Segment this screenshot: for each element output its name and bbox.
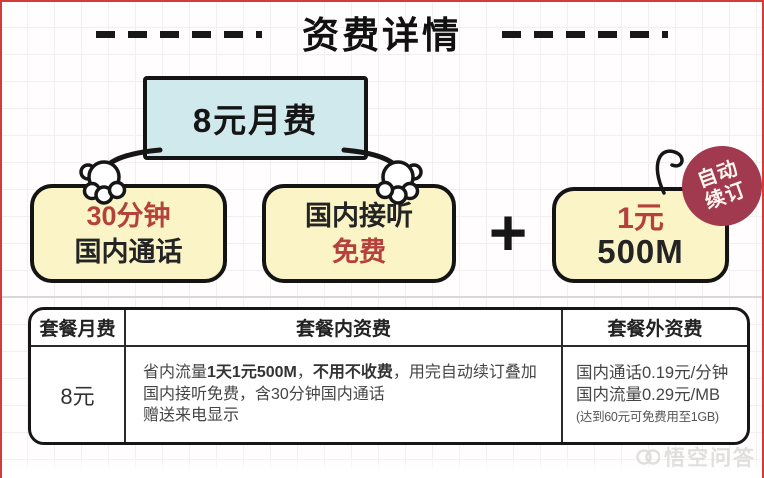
card-answer-value: 免费 [332,236,386,267]
page-border-right [762,0,764,478]
card-data-volume: 500M [597,233,684,270]
out-plan-note: (达到60元可免费用至1GB) [576,410,719,424]
plus-sign: + [488,195,528,269]
watermark: 悟空问答 [636,442,756,472]
title-dash-line-right [502,30,668,38]
monthly-fee-box: 8元月费 [143,76,368,160]
rate-table: 套餐月费 套餐内资费 套餐外资费 8元 省内流量1天1元500M，不用不收费，用… [28,307,750,445]
page-border-top [0,0,764,2]
title-dash-line-left [96,30,262,38]
out-plan-line1: 国内通话0.19元/分钟 [576,364,729,382]
header-out-of-plan: 套餐外资费 [563,310,747,347]
header-monthly-fee: 套餐月费 [31,310,126,347]
bottom-fade [0,456,764,478]
cell-out-of-plan: 国内通话0.19元/分钟 国内流量0.29元/MB (达到60元可免费用至1GB… [563,347,747,442]
header-in-plan: 套餐内资费 [126,310,563,347]
page-title: 资费详情 [302,15,462,56]
card-minutes-value: 30分钟 [86,200,171,231]
card-free-answering: 国内接听 免费 [262,184,456,283]
card-domestic-minutes: 30分钟 国内通话 [30,184,227,283]
in-plan-line3: 赠送来电显示 [143,407,240,424]
page-border-left [0,0,2,478]
card-minutes-label: 国内通话 [74,236,183,267]
in-plan-line2: 国内接听免费，含30分钟国内通话 [143,385,385,403]
cell-monthly-fee: 8元 [31,347,126,442]
card-data-price: 1元 [617,202,664,235]
in-plan-line1: 省内流量1天1元500M，不用不收费，用完自动续订叠加 [143,364,537,381]
watermark-text: 悟空问答 [664,447,756,470]
cell-in-plan: 省内流量1天1元500M，不用不收费，用完自动续订叠加 国内接听免费，含30分钟… [126,347,563,442]
card-answer-label: 国内接听 [305,200,413,231]
watermark-logo-icon [636,449,660,465]
out-plan-line2: 国内流量0.29元/MB [576,386,720,404]
title-row: 资费详情 [0,8,764,56]
section-divider [0,296,764,298]
